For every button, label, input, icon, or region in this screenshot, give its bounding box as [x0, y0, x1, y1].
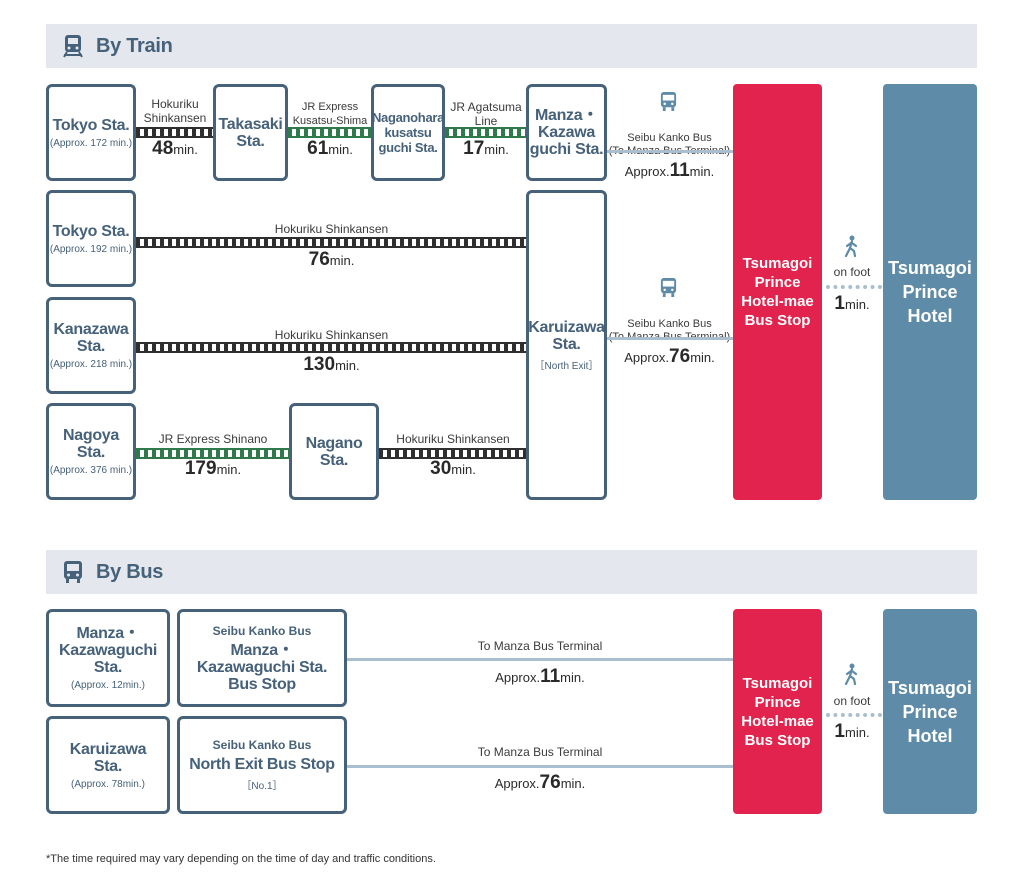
hotel-tsumagoi-prince: Tsumagoi Prince Hotel	[883, 609, 977, 814]
train-section-title: By Train	[96, 35, 173, 57]
bus-stop-tsumagoi-prince-hotel-mae: Tsumagoi Prince Hotel-mae Bus Stop	[733, 609, 822, 814]
bus-icon	[64, 561, 82, 583]
rail-line	[379, 448, 527, 459]
rail-line	[136, 237, 527, 248]
station-takasaki: Takasaki Sta.	[213, 84, 288, 181]
bus-route-line	[347, 658, 733, 661]
bus-section-title: By Bus	[96, 561, 164, 583]
bus-section-header: By Bus	[46, 550, 977, 594]
leg-duration: 179min.	[184, 458, 242, 479]
bus-route-label: To Manza Bus Terminal	[477, 639, 603, 653]
bus-stop-north-exit: Seibu Kanko Bus North Exit Bus Stop ［No.…	[177, 716, 347, 814]
bus-stop-tsumagoi-prince-hotel-mae: Tsumagoi Prince Hotel-mae Bus Stop	[733, 84, 822, 500]
walk-duration: 1min.	[834, 721, 870, 742]
rail-line	[136, 448, 290, 459]
bus-icon	[660, 92, 677, 111]
origin-nagoya-station: Nagoya Sta. (Approx. 376 min.)	[46, 403, 136, 500]
leg-label: Hokuriku Shinkansen	[396, 432, 510, 446]
origin-tokyo-station-2: Tokyo Sta. (Approx. 192 min.)	[46, 190, 136, 287]
rail-line	[136, 127, 214, 138]
leg-label: JR Express Kusatsu-Shima	[292, 101, 368, 127]
walk-duration: 1min.	[834, 293, 870, 314]
leg-duration: 61min.	[307, 138, 353, 159]
hotel-tsumagoi-prince: Tsumagoi Prince Hotel	[883, 84, 977, 500]
rail-line	[288, 127, 372, 138]
train-icon	[63, 35, 83, 58]
station-nagano: Nagano Sta.	[289, 403, 379, 500]
leg-duration: 76min.	[308, 249, 355, 270]
station-naganohara-kusatsuguchi: Naganohara kusatsu guchi Sta.	[371, 84, 445, 181]
leg-label: Hokuriku Shinkansen	[274, 222, 389, 236]
leg-label: JR Agatsuma Line	[450, 100, 522, 128]
rail-line	[445, 127, 527, 138]
bus-route-line	[347, 765, 733, 768]
walking-person-icon	[844, 235, 858, 257]
walk-label: on foot	[833, 265, 871, 279]
walk-label: on foot	[833, 694, 871, 708]
rail-line	[136, 342, 527, 353]
leg-duration: 130min.	[303, 354, 360, 375]
station-manza-kazawaguchi: Manza・ Kazawa guchi Sta.	[526, 84, 607, 181]
origin-karuizawa-station: Karuizawa Sta. (Approx. 78min.)	[46, 716, 170, 814]
bus-route-line	[607, 337, 733, 340]
leg-label: Hokuriku Shinkansen	[143, 97, 207, 125]
leg-label: JR Express Shinano	[158, 432, 268, 446]
leg-duration: 17min.	[463, 138, 509, 159]
bus-route-line	[607, 150, 733, 153]
origin-manza-kazawaguchi-station: Manza・ Kazawaguchi Sta. (Approx. 12min.)	[46, 609, 170, 707]
station-karuizawa: Karuizawa Sta. ［North Exit］	[526, 190, 607, 500]
bus-duration: Approx.11min.	[495, 666, 585, 687]
leg-label: Hokuriku Shinkansen	[274, 328, 389, 342]
leg-duration: 30min.	[430, 458, 476, 479]
bus-icon	[660, 278, 677, 297]
bus-route-label: To Manza Bus Terminal	[477, 745, 603, 759]
origin-kanazawa-station: Kanazawa Sta. (Approx. 218 min.)	[46, 297, 136, 394]
footnote: *The time required may vary depending on…	[46, 853, 436, 865]
bus-duration: Approx.76min.	[624, 346, 715, 367]
train-section-header: By Train	[46, 24, 977, 68]
bus-duration: Approx.11min.	[624, 160, 715, 181]
walking-person-icon	[844, 663, 858, 685]
walk-route-line	[826, 713, 882, 717]
bus-stop-manza-kazawaguchi: Seibu Kanko Bus Manza・ Kazawaguchi Sta. …	[177, 609, 347, 707]
leg-duration: 48min.	[152, 138, 198, 159]
bus-duration: Approx.76min.	[494, 772, 586, 793]
walk-route-line	[826, 285, 882, 289]
origin-tokyo-station-1: Tokyo Sta. (Approx. 172 min.)	[46, 84, 136, 181]
